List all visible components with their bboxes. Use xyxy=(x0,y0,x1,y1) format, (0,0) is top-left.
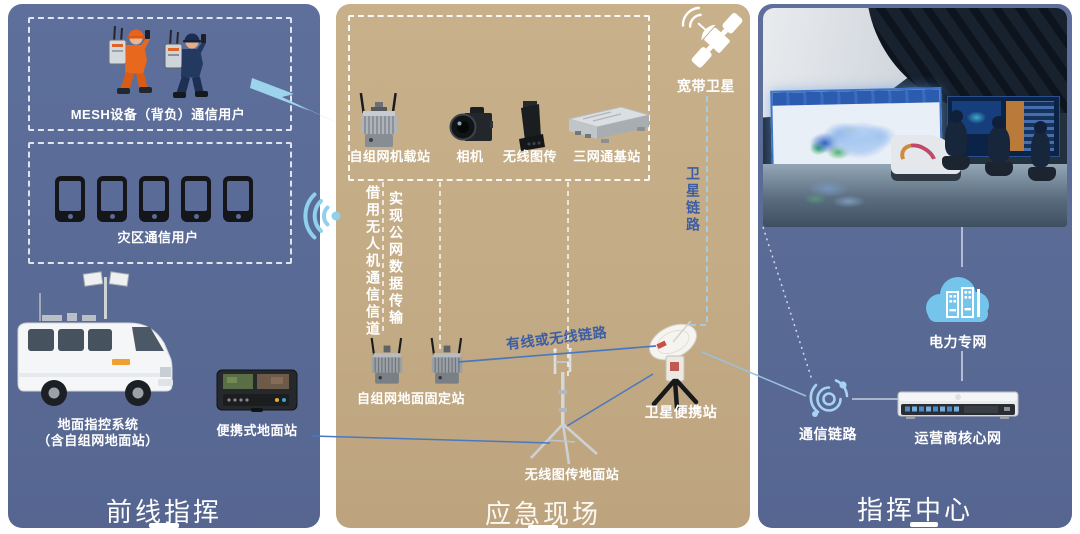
photo-operator xyxy=(1027,120,1056,181)
video-ground-station-icon xyxy=(530,348,598,465)
phone-icon xyxy=(97,176,127,222)
phone-icon xyxy=(223,176,253,222)
frontline-title-underline xyxy=(149,523,179,528)
video-ground-station-label: 无线图传地面站 xyxy=(524,467,620,482)
camera-icon xyxy=(449,107,493,141)
fixed-ground-station-label: 自组网地面固定站 xyxy=(356,391,465,406)
comm-link-label: 通信链路 xyxy=(799,426,857,442)
fixed-ground-station-icon xyxy=(370,337,403,384)
power-network-cloud-icon xyxy=(926,277,989,322)
wireless-video-icon xyxy=(519,101,545,151)
command-center-photo xyxy=(763,8,1067,227)
tri-network-base-label: 三网通基站 xyxy=(573,149,641,164)
phone-icon xyxy=(139,176,169,222)
phone-icon xyxy=(181,176,211,222)
photo-operator xyxy=(984,116,1013,177)
mesh-users-label: MESH设备（背负）通信用户 xyxy=(70,107,246,122)
ground-command-label-line1: 地面指控系统 xyxy=(57,417,139,432)
disaster-users-box xyxy=(28,142,292,264)
command-van-icon xyxy=(17,271,173,406)
ground-command-label-line2: （含自组网地面站） xyxy=(37,433,159,448)
command-title-underline xyxy=(910,522,938,527)
broadband-satellite-icon xyxy=(681,6,743,68)
scene-title: 应急现场 xyxy=(484,500,601,529)
airborne-station-icon xyxy=(359,93,397,147)
mesh-workers-icon xyxy=(108,25,208,98)
note-public-net: 实现公网数据传输 xyxy=(388,191,404,327)
core-network-label: 运营商核心网 xyxy=(914,430,1002,446)
tri-network-base-icon xyxy=(568,106,650,143)
satellite-link-label: 卫星链路 xyxy=(685,166,701,234)
airborne-equipment-box xyxy=(348,15,650,181)
command-title: 指挥中心 xyxy=(856,496,973,525)
satellite-portable-label: 卫星便携站 xyxy=(644,404,718,420)
airborne-station-label: 自组网机载站 xyxy=(349,149,431,164)
mesh-users-box xyxy=(28,17,292,131)
portable-station-icon xyxy=(216,369,298,412)
panel-frontline-command: MESH设备（背负）通信用户 灾区通信用户 xyxy=(8,4,320,528)
wireless-video-label: 无线图传 xyxy=(502,149,557,164)
fixed-ground-station-icon xyxy=(430,337,463,384)
photo-operator xyxy=(942,109,971,170)
frontline-title: 前线指挥 xyxy=(105,498,222,527)
power-network-label: 电力专网 xyxy=(929,334,987,350)
scene-title-underline xyxy=(528,525,558,530)
panel-emergency-scene: 自组网机载站 相机 无线图传 三网通基站 借用无人机通信信道 实现公网数据传输 xyxy=(336,4,750,530)
panel-command-center: 电力专网 通信链路 运营商核心网 指挥中心 xyxy=(758,4,1072,528)
camera-label: 相机 xyxy=(456,149,484,164)
broadband-satellite-label: 宽带卫星 xyxy=(677,78,735,94)
portable-station-label: 便携式地面站 xyxy=(216,423,298,438)
core-network-server-icon xyxy=(897,391,1019,419)
disaster-users-label: 灾区通信用户 xyxy=(117,230,199,245)
satellite-portable-icon xyxy=(649,320,699,411)
comm-link-icon xyxy=(809,379,849,417)
note-uav-channel: 借用无人机通信信道 xyxy=(365,184,381,338)
phone-icon xyxy=(55,176,85,222)
